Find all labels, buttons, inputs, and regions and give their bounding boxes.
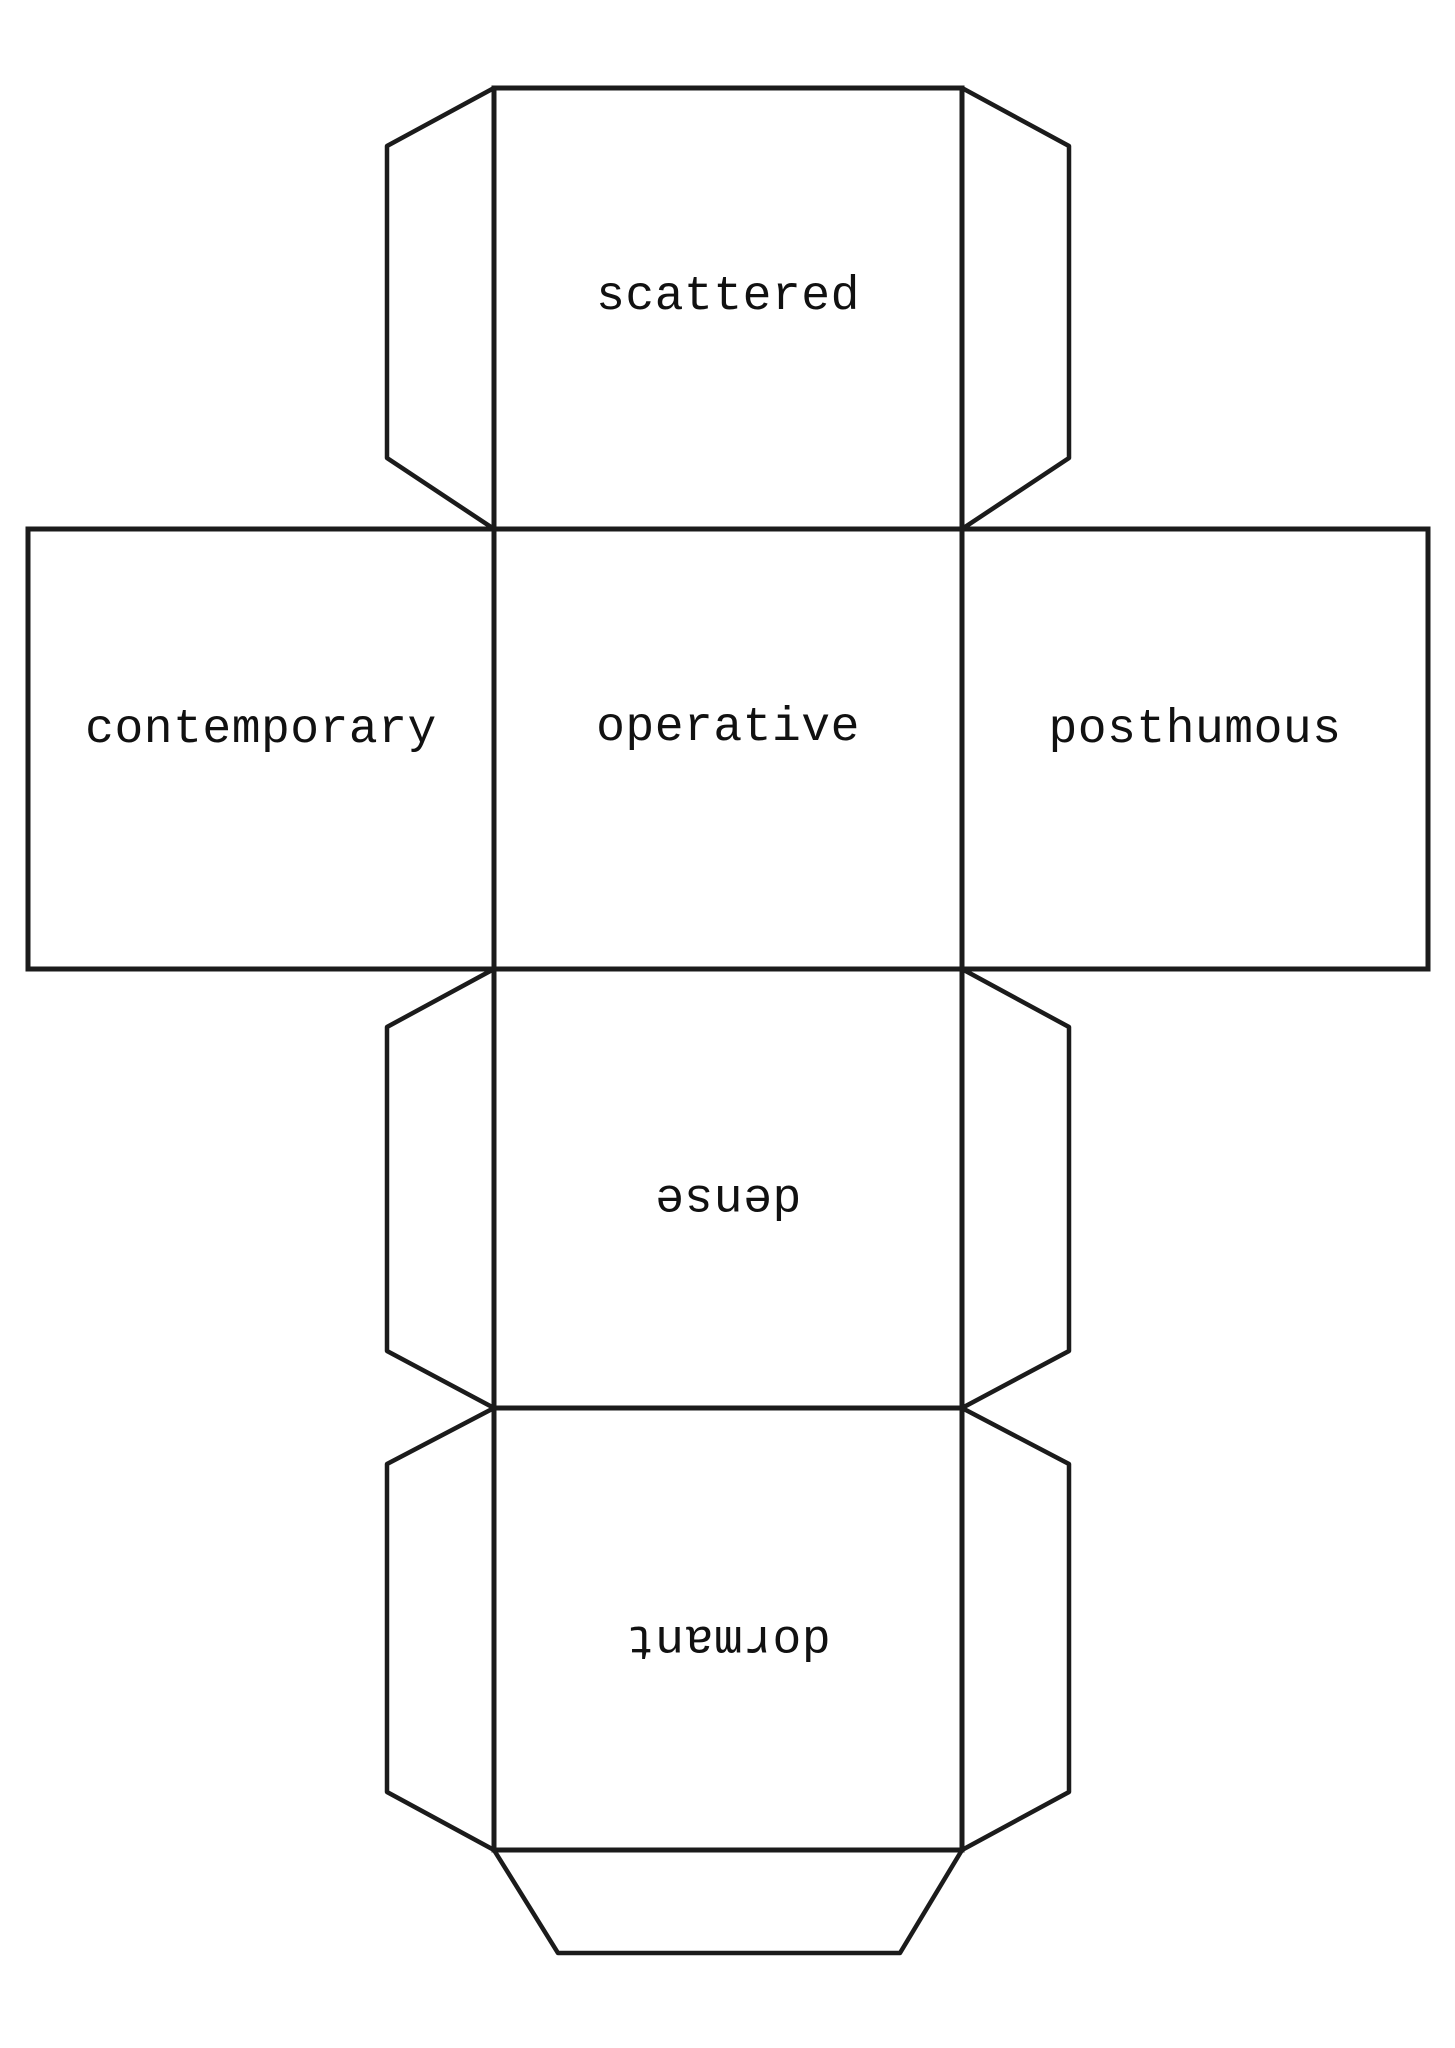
glue-tab-bottom-left xyxy=(384,1405,497,1853)
face-top-label: scattered xyxy=(596,270,860,324)
glue-tab-lower-left xyxy=(384,966,497,1411)
face-middle-left-label: contemporary xyxy=(85,703,437,757)
face-bottom-label: dormant xyxy=(625,1612,831,1666)
glue-tab-lower-right xyxy=(959,966,1072,1411)
glue-tab-bottom xyxy=(491,1847,965,1956)
face-middle-right-outline xyxy=(959,526,1431,972)
face-middle-center-label: operative xyxy=(596,701,860,755)
face-bottom-outline xyxy=(491,1405,965,1853)
face-middle-right-label: posthumous xyxy=(1048,703,1342,757)
glue-tab-bottom-right xyxy=(959,1405,1072,1853)
glue-tab-top-left xyxy=(384,85,497,532)
face-lower-label: dense xyxy=(654,1171,802,1225)
glue-tab-top-right xyxy=(959,85,1072,532)
